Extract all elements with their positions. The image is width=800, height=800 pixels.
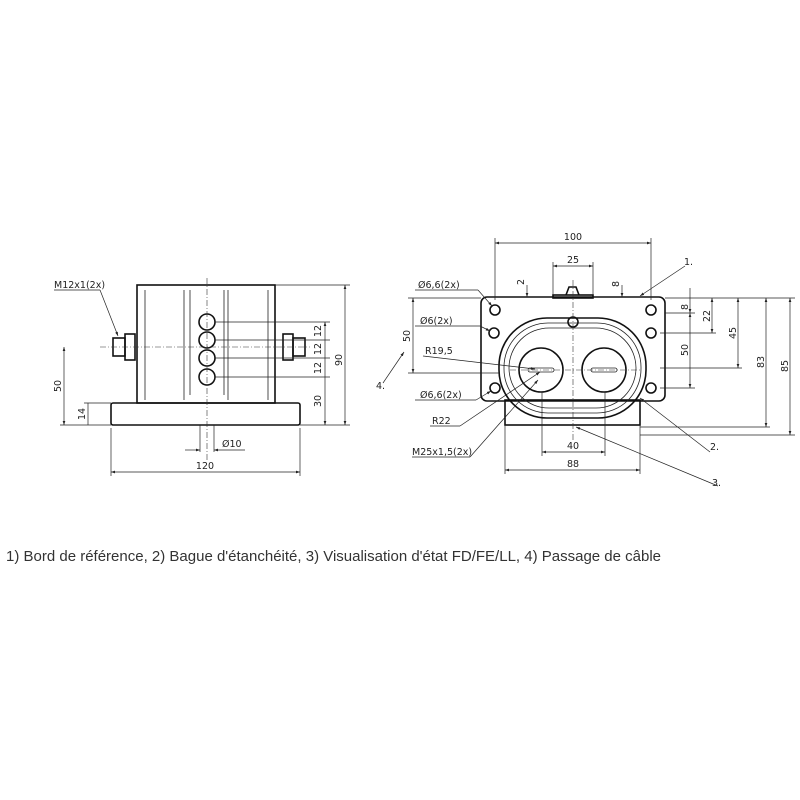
dim-25: 25 [567, 255, 579, 266]
dim-8-top: 8 [611, 281, 622, 287]
dim-14: 14 [77, 408, 88, 420]
label-r19-5: R19,5 [425, 346, 453, 357]
callout-4: 4. [376, 381, 385, 392]
front-view: 100 25 2 8 8 50 22 45 83 85 50 Ø6,6( [376, 232, 795, 489]
dim-83: 83 [756, 356, 767, 368]
dim-100: 100 [564, 232, 582, 243]
dim-30: 30 [313, 395, 324, 407]
dim-12-b: 12 [313, 343, 324, 355]
label-m12-thread: M12x1(2x) [54, 280, 105, 291]
dim-120: 120 [196, 461, 214, 472]
mounting-base [110, 402, 301, 426]
dim-85: 85 [780, 360, 791, 372]
dim-diameter-10: Ø10 [222, 439, 242, 450]
label-hole-6: Ø6(2x) [420, 316, 453, 327]
label-m25-thread: M25x1,5(2x) [412, 447, 472, 458]
label-r22: R22 [432, 416, 451, 427]
callout-3: 3. [712, 478, 721, 489]
dim-2: 2 [516, 279, 527, 285]
dim-45: 45 [728, 327, 739, 339]
callout-2: 2. [710, 442, 719, 453]
dim-12-c: 12 [313, 362, 324, 374]
label-hole-6-6-bottom: Ø6,6(2x) [420, 390, 462, 401]
dim-8-right: 8 [680, 304, 691, 310]
dim-88: 88 [567, 459, 579, 470]
dim-22: 22 [702, 310, 713, 322]
dim-90: 90 [334, 354, 345, 366]
dim-50-right: 50 [680, 344, 691, 356]
side-view: 90 12 12 12 30 50 14 Ø10 120 M12x1(2x) [53, 278, 350, 476]
dim-12-a: 12 [313, 325, 324, 337]
lower-body [504, 399, 641, 426]
seal-ring [498, 317, 647, 419]
callout-1: 1. [684, 257, 693, 268]
label-hole-6-6-top: Ø6,6(2x) [418, 280, 460, 291]
dim-40: 40 [567, 441, 579, 452]
dim-50-side: 50 [53, 380, 64, 392]
figure-caption: 1) Bord de référence, 2) Bague d'étanché… [6, 548, 662, 565]
dim-50-left: 50 [402, 330, 413, 342]
